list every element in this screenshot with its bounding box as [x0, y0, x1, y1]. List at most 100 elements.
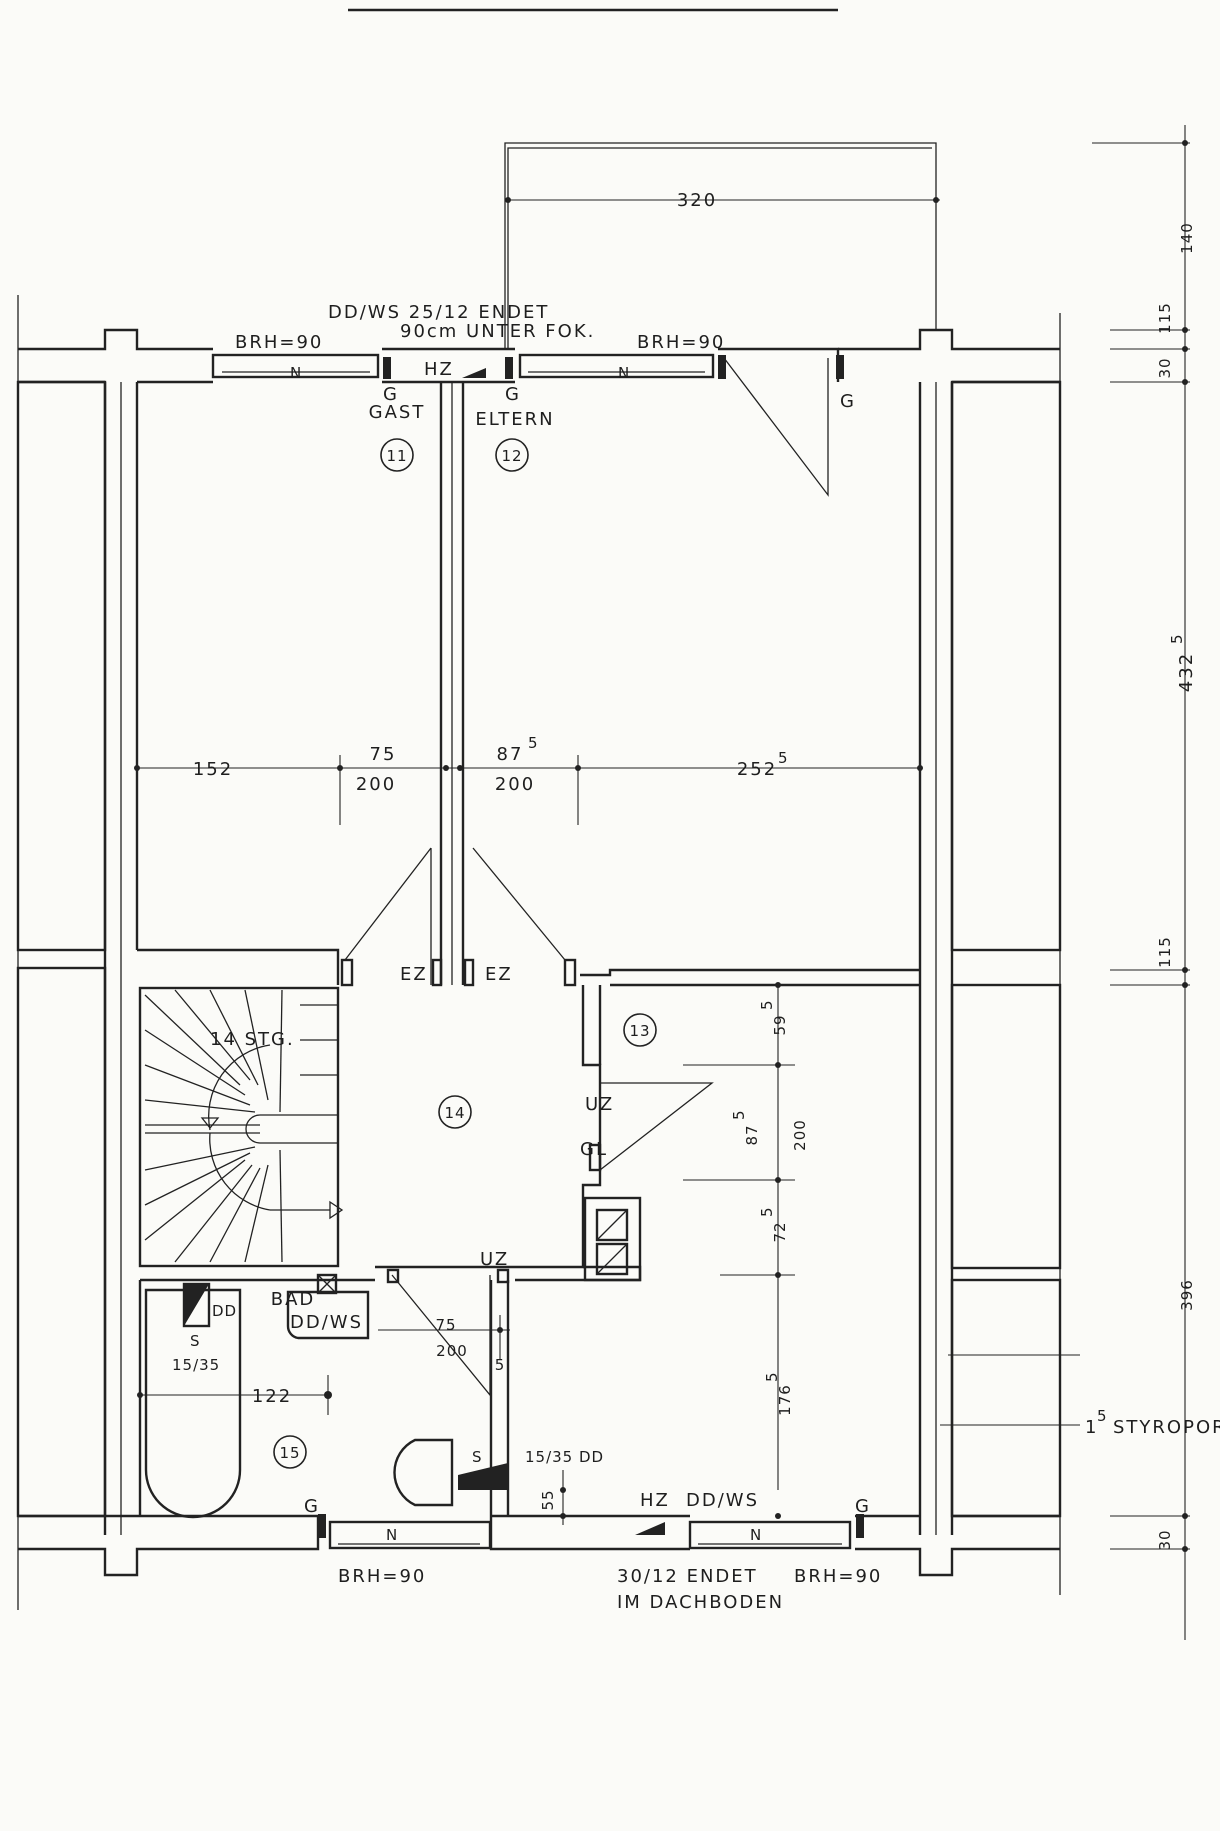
bath-1535-label: 15/35: [172, 1356, 220, 1374]
dim-200-top-left: 200: [356, 774, 396, 795]
dim-140: 140: [1178, 222, 1196, 254]
bottom-note-line1: 30/12 ENDET: [617, 1566, 758, 1587]
bath-door-swing: [391, 1274, 491, 1397]
dim-4325: 432 5: [1168, 633, 1197, 692]
outer-walls: [16, 295, 1062, 1610]
dim-200-right: 200: [791, 1119, 809, 1151]
svg-text:5: 5: [778, 749, 789, 767]
svg-text:87: 87: [743, 1124, 761, 1145]
svg-text:5: 5: [1097, 1407, 1108, 1425]
dim-30-bottom: 30: [1156, 1529, 1174, 1550]
dim-55: 55: [539, 1489, 557, 1510]
room-15-number: 15: [279, 1444, 300, 1462]
svg-text:59: 59: [771, 1014, 789, 1035]
svg-text:252: 252: [737, 759, 777, 780]
room-15: 15 BAD: [271, 1289, 316, 1469]
dim-122: 122: [252, 1386, 292, 1407]
uz-bottom-label: UZ: [480, 1249, 509, 1270]
balcony-outline: [504, 142, 937, 349]
gl-label: GL: [580, 1139, 608, 1160]
svg-text:STYROPOR: STYROPOR: [1113, 1417, 1220, 1438]
window-4-brh: BRH=90: [794, 1566, 882, 1587]
uz-hall-label: UZ: [585, 1094, 614, 1115]
g-gast-label: G: [383, 384, 399, 405]
window-4-n: N: [750, 1526, 762, 1544]
svg-text:5: 5: [758, 999, 776, 1010]
svg-text:176: 176: [776, 1384, 794, 1416]
dim-875-top: 87 5: [497, 734, 539, 765]
balcony-door-swing: [723, 357, 829, 497]
toilet: [393, 1438, 454, 1507]
dim-75-top: 75: [370, 744, 397, 765]
stairs-label: 14 STG.: [210, 1029, 295, 1050]
dim-875-right: 87 5: [730, 1109, 761, 1145]
g-eltern-label: G: [505, 384, 521, 405]
chimney-hz-top: [462, 368, 486, 378]
bath-s-label: S: [190, 1332, 201, 1350]
svg-text:5: 5: [758, 1206, 776, 1217]
ez-right-label: EZ: [485, 964, 513, 985]
toilet-shaft: [458, 1463, 508, 1490]
hz-top-label: HZ: [424, 359, 454, 380]
chimney-note-line2: 90cm UNTER FOK.: [400, 321, 595, 342]
svg-text:5: 5: [763, 1371, 781, 1382]
ez-left-label: EZ: [400, 964, 428, 985]
bottom-note-line2: IM DACHBODEN: [617, 1592, 784, 1613]
window-1-brh: BRH=90: [235, 332, 323, 353]
room-12: 12 ELTERN: [475, 409, 554, 472]
dim-200-bath: 200: [436, 1342, 468, 1360]
window-2-n: N: [618, 364, 630, 382]
chimney-hz-bottom: [635, 1522, 665, 1535]
room-14-number: 14: [444, 1104, 465, 1122]
bath-fixtures: [144, 1273, 508, 1519]
dim-152: 152: [193, 759, 233, 780]
kitchen-door-swing: [599, 1082, 714, 1171]
dim-2525: 252 5: [737, 749, 789, 780]
dim-30-top: 30: [1156, 357, 1174, 378]
g-bottom-right-label: G: [855, 1496, 871, 1517]
g-right-label: G: [840, 391, 856, 412]
staircase: [144, 989, 344, 1263]
dimension-lines: [134, 125, 1190, 1640]
dim-115-mid: 115: [1156, 936, 1174, 968]
washbasin: [286, 1290, 370, 1340]
room-11-number: 11: [386, 447, 407, 465]
chimney-shaft-gl: [583, 1196, 642, 1282]
room-14: 14: [438, 1095, 472, 1129]
window-1-n: N: [290, 364, 302, 382]
dim-5: 5: [495, 1356, 506, 1374]
wc-1535dd-label: 15/35 DD: [525, 1448, 604, 1466]
svg-text:87: 87: [497, 744, 524, 765]
windows: [211, 353, 852, 1550]
room-12-number: 12: [501, 447, 522, 465]
window-3-brh: BRH=90: [338, 1566, 426, 1587]
dim-200-top-right: 200: [495, 774, 535, 795]
dim-1765: 176 5: [763, 1371, 794, 1415]
bathtub: [144, 1288, 242, 1519]
window-3-n: N: [386, 1526, 398, 1544]
ddws-bottom-label: DD/WS: [686, 1490, 759, 1511]
svg-text:5: 5: [528, 734, 539, 752]
svg-text:5: 5: [730, 1109, 748, 1120]
bath-dd-label: DD: [212, 1302, 237, 1320]
dim-725: 72 5: [758, 1206, 789, 1242]
room-13: 13: [623, 1013, 657, 1047]
dim-75-bath: 75: [435, 1316, 456, 1334]
svg-text:5: 5: [1168, 633, 1186, 644]
wc-s-label: S: [472, 1448, 483, 1466]
room-doors: [340, 847, 577, 987]
room-15-name: BAD: [271, 1289, 316, 1310]
chimney-note-line1: DD/WS 25/12 ENDET: [328, 302, 549, 323]
g-bath-label: G: [304, 1496, 320, 1517]
dim-115-top: 115: [1156, 302, 1174, 334]
dim-320: 320: [677, 190, 717, 211]
interior-walls: [137, 382, 920, 1516]
room-11: 11 GAST: [369, 402, 423, 472]
room-12-name: ELTERN: [475, 409, 554, 430]
svg-text:72: 72: [771, 1221, 789, 1242]
dim-595: 59 5: [758, 999, 789, 1035]
svg-text:432: 432: [1176, 652, 1197, 692]
svg-text:1: 1: [1085, 1417, 1098, 1438]
bath-ddws-label: DD/WS: [290, 1312, 363, 1333]
